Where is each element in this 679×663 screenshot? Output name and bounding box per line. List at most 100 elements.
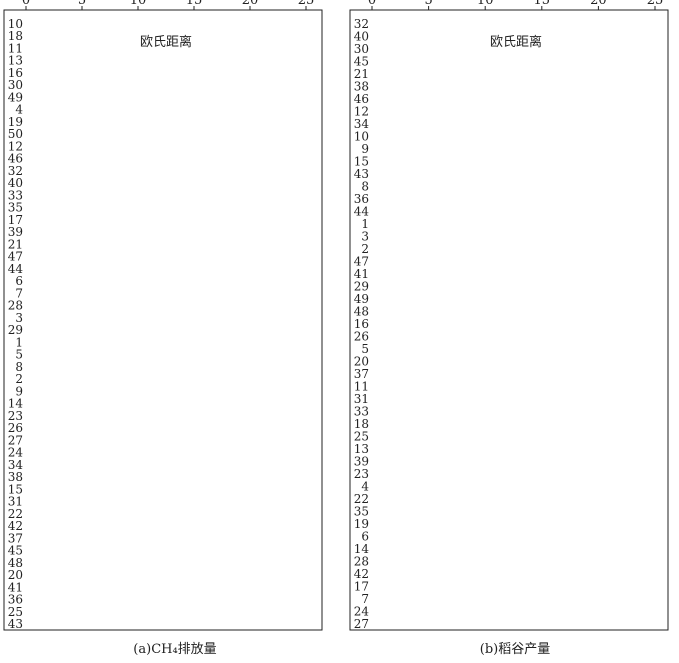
leaf-label: 30 (354, 42, 369, 56)
leaf-label: 23 (354, 467, 369, 481)
plot-frame (349, 9, 669, 631)
leaf-label: 30 (8, 78, 23, 92)
leaf-label: 28 (8, 299, 23, 313)
leaf-label: 28 (354, 555, 369, 569)
leaf-label: 27 (354, 617, 369, 631)
leaf-label: 25 (8, 605, 23, 619)
leaf-label: 37 (354, 367, 369, 381)
leaf-label: 8 (15, 360, 23, 374)
leaf-label: 26 (8, 421, 23, 435)
leaf-label: 31 (8, 495, 23, 509)
leaf-label: 11 (8, 41, 23, 55)
leaf-label: 35 (354, 505, 369, 519)
leaf-label: 2 (361, 242, 369, 256)
leaf-label: 37 (8, 531, 23, 545)
leaf-label: 2 (15, 372, 23, 386)
leaf-label: 44 (8, 262, 24, 276)
leaf-label: 25 (354, 430, 369, 444)
leaf-label: 8 (361, 180, 369, 194)
x-tick-label: 20 (242, 0, 259, 8)
leaf-label: 17 (8, 213, 23, 227)
leaf-label: 47 (354, 255, 369, 269)
leaf-label: 13 (8, 54, 23, 68)
x-tick-label: 5 (78, 0, 86, 8)
x-tick-label: 15 (186, 0, 203, 8)
leaf-label: 31 (354, 392, 369, 406)
leaf-label: 43 (8, 617, 23, 631)
distance-annotation: 欧氏距离 (490, 34, 542, 50)
leaf-label: 3 (361, 230, 369, 244)
leaf-label: 1 (15, 335, 23, 349)
leaf-label: 15 (354, 155, 369, 169)
leaf-label: 22 (8, 507, 23, 521)
leaf-label: 18 (8, 29, 23, 43)
leaf-label: 12 (8, 139, 23, 153)
leaf-label: 42 (8, 519, 23, 533)
leaf-label: 23 (8, 409, 23, 423)
leaf-label: 38 (354, 80, 369, 94)
leaf-label: 48 (8, 556, 23, 570)
leaf-label: 45 (354, 55, 369, 69)
leaf-label: 12 (354, 105, 369, 119)
leaf-label: 16 (8, 66, 23, 80)
leaf-label: 22 (354, 492, 369, 506)
distance-annotation: 欧氏距离 (140, 34, 192, 50)
x-tick-label: 25 (298, 0, 315, 8)
x-tick-label: 25 (647, 0, 664, 8)
leaf-label: 46 (8, 152, 23, 166)
leaf-label: 19 (8, 115, 23, 129)
leaf-label: 45 (8, 544, 23, 558)
leaf-label: 32 (354, 17, 369, 31)
leaf-label: 26 (354, 330, 369, 344)
x-tick-label: 0 (22, 0, 30, 8)
leaf-label: 33 (354, 405, 369, 419)
leaf-label: 18 (354, 417, 369, 431)
leaf-label: 46 (354, 92, 369, 106)
leaf-label: 10 (8, 17, 23, 31)
leaf-label: 9 (15, 384, 23, 398)
leaf-label: 13 (354, 442, 369, 456)
leaf-label: 33 (8, 188, 23, 202)
leaf-label: 27 (8, 433, 23, 447)
leaf-label: 15 (8, 482, 23, 496)
x-tick-label: 5 (424, 0, 432, 8)
leaf-label: 38 (8, 470, 23, 484)
x-tick-label: 10 (477, 0, 494, 8)
x-tick-label: 20 (590, 0, 607, 8)
leaf-label: 32 (8, 164, 23, 178)
leaf-label: 34 (8, 458, 24, 472)
leaf-label: 6 (15, 274, 23, 288)
leaf-label: 43 (354, 167, 369, 181)
leaf-label: 14 (8, 397, 24, 411)
leaf-label: 36 (354, 192, 369, 206)
leaf-label: 41 (8, 580, 23, 594)
leaf-label: 1 (361, 217, 369, 231)
leaf-label: 5 (15, 348, 23, 362)
leaf-label: 24 (8, 446, 24, 460)
leaf-label: 7 (361, 592, 369, 606)
leaf-label: 35 (8, 201, 23, 215)
leaf-label: 49 (354, 292, 369, 306)
plot-frame (3, 9, 323, 631)
x-tick-label: 0 (368, 0, 376, 8)
leaf-label: 20 (8, 568, 23, 582)
leaf-label: 6 (361, 530, 369, 544)
leaf-label: 50 (8, 127, 23, 141)
leaf-label: 4 (15, 103, 23, 117)
leaf-label: 21 (8, 237, 23, 251)
x-tick-label: 10 (130, 0, 147, 8)
leaf-label: 36 (8, 593, 23, 607)
leaf-label: 39 (8, 225, 23, 239)
leaf-label: 16 (354, 317, 369, 331)
leaf-label: 21 (354, 67, 369, 81)
panel-caption: (a)CH₄排放量 (133, 642, 216, 657)
leaf-label: 47 (8, 250, 23, 264)
leaf-label: 9 (361, 142, 369, 156)
leaf-label: 5 (361, 342, 369, 356)
leaf-label: 49 (8, 90, 23, 104)
leaf-label: 29 (8, 323, 23, 337)
leaf-label: 11 (354, 380, 369, 394)
panel-caption: (b)稻谷产量 (480, 642, 550, 657)
leaf-label: 34 (354, 117, 370, 131)
